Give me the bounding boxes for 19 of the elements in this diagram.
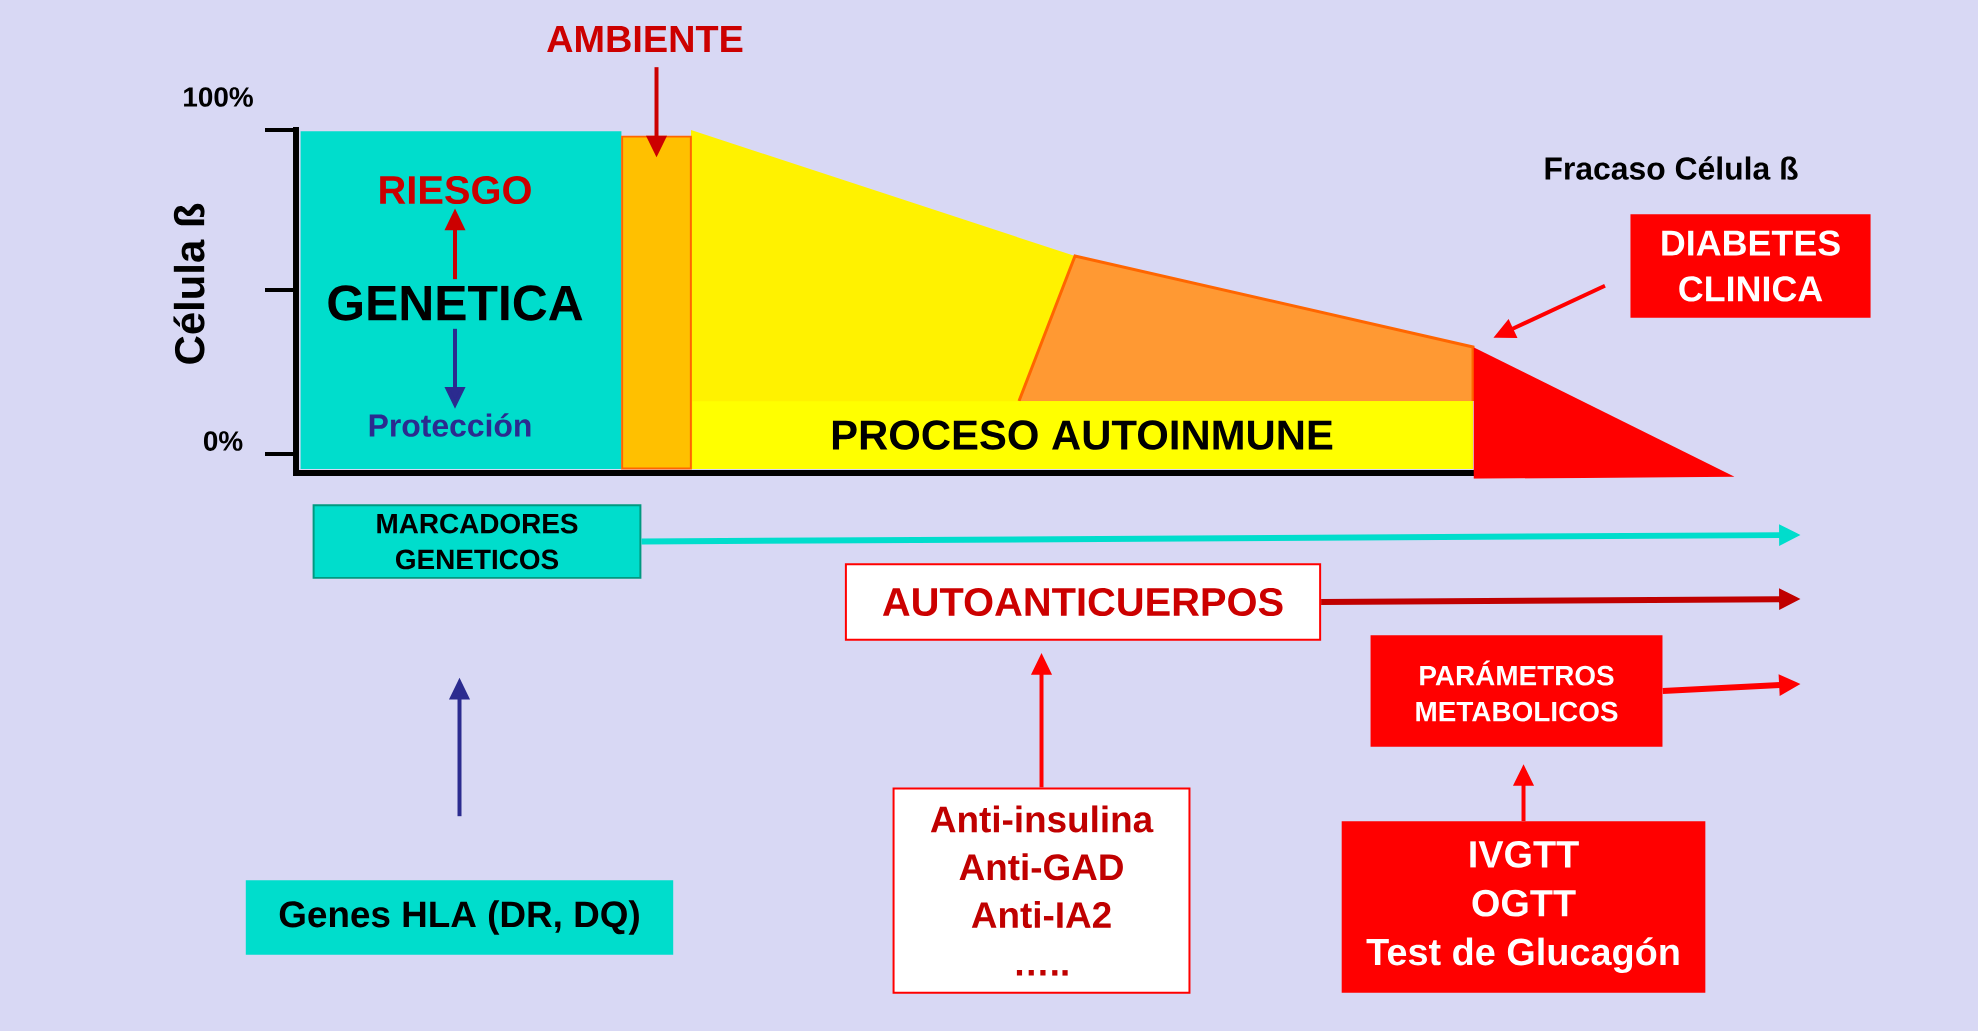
- process-band: PROCESO AUTOINMUNE: [692, 401, 1472, 469]
- axis-label: 100%: [184, 87, 253, 107]
- axis-label: Célula ß: [173, 203, 205, 364]
- genes-box: Genes HLA (DR, DQ): [245, 880, 674, 955]
- diagnosis-box: DIABETES CLINICA: [1630, 214, 1871, 318]
- marker-box: MARCADORES GENETICOS: [312, 504, 642, 579]
- antibody-list-box: Anti-insulina Anti-GAD Anti-IA2 …..: [892, 787, 1191, 994]
- antibody-box: AUTOANTICUERPOS: [844, 563, 1322, 641]
- test-box: IVGTT OGTT Test de Glucagón: [1341, 821, 1706, 993]
- risk-text: RIESGO: [380, 175, 531, 205]
- metabolic-box: PARÁMETROS METABOLICOS: [1370, 635, 1663, 747]
- genetics-text: GENETICA: [328, 285, 583, 321]
- protection-text: Protección: [369, 413, 531, 437]
- failure-triangle: [1473, 347, 1735, 479]
- axis-label: 0%: [203, 431, 243, 451]
- environment-bar: [621, 135, 692, 470]
- axis-label: Fracaso Célula ß: [1545, 156, 1798, 180]
- environment-label: AMBIENTE: [547, 26, 743, 53]
- genetics-box: [300, 131, 622, 469]
